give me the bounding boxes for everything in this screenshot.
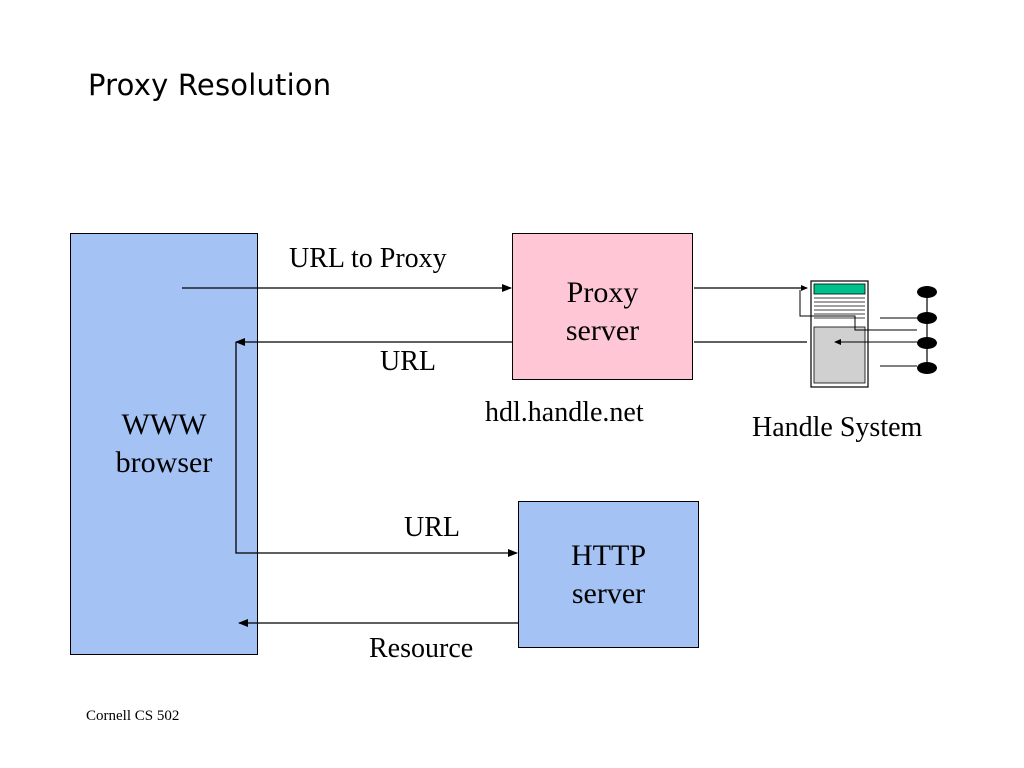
proxy-label-line2: server bbox=[565, 314, 640, 347]
handle-node-3 bbox=[917, 337, 937, 349]
browser-internal-connector bbox=[235, 342, 260, 554]
proxy-label-line1: Proxy bbox=[566, 276, 639, 309]
slide-title: Proxy Resolution bbox=[88, 68, 332, 102]
resource-label: Resource bbox=[369, 633, 474, 664]
www-browser-box: WWW browser bbox=[70, 233, 258, 655]
footer-text: Cornell CS 502 bbox=[86, 708, 180, 724]
browser-label-line2: browser bbox=[115, 446, 213, 479]
proxy-server-box: Proxy server bbox=[512, 233, 693, 380]
http-server-box: HTTP server bbox=[518, 501, 699, 648]
url-to-http-label: URL bbox=[404, 512, 460, 543]
handle-system-label: Handle System bbox=[752, 412, 923, 443]
handle-server-icon bbox=[810, 280, 869, 388]
http-label-line2: server bbox=[571, 576, 646, 610]
browser-label-line1: WWW bbox=[121, 408, 207, 441]
proxy-host-label: hdl.handle.net bbox=[485, 397, 644, 428]
handle-node-2 bbox=[917, 312, 937, 324]
handle-node-1 bbox=[917, 286, 937, 298]
url-return-label: URL bbox=[380, 346, 436, 377]
handle-internal-link-1 bbox=[799, 290, 917, 331]
http-label-line1: HTTP bbox=[571, 538, 646, 572]
handle-node-4 bbox=[917, 362, 937, 374]
url-to-proxy-label: URL to Proxy bbox=[289, 243, 447, 274]
